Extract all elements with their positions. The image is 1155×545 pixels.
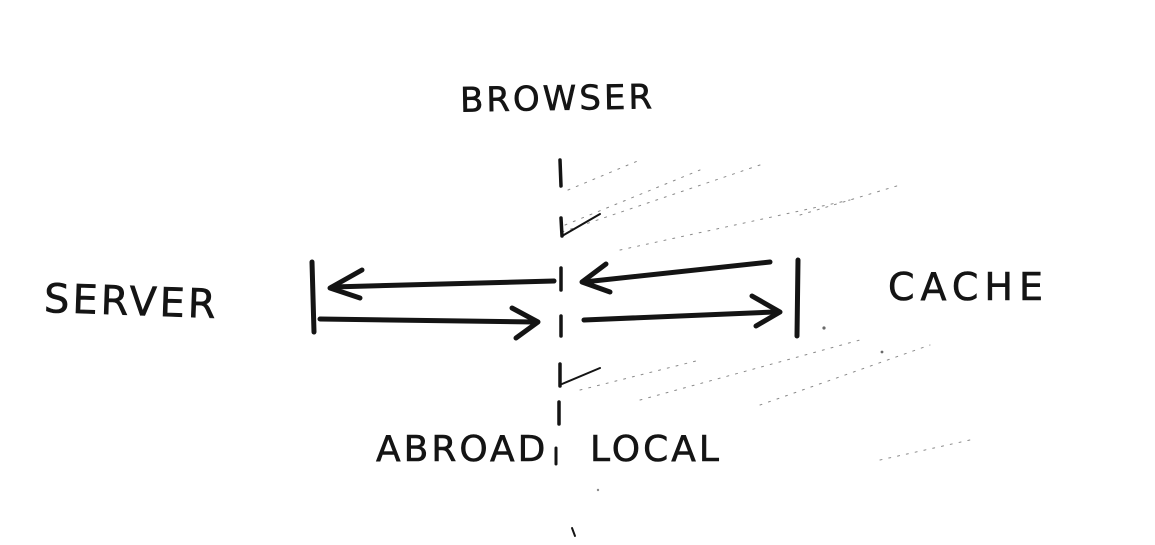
arrow-to-cache <box>581 293 783 329</box>
arrow-from-cache <box>579 259 773 295</box>
cache-label: CACHE <box>888 265 1049 309</box>
server-label: SERVER <box>43 275 220 329</box>
arrow-to-server <box>327 267 557 301</box>
faint-hatching <box>561 159 971 461</box>
browser-divider <box>554 158 601 537</box>
browser-label: BROWSER <box>459 77 656 121</box>
server-boundary-line <box>309 259 317 335</box>
scan-specks <box>596 326 884 492</box>
local-label: LOCAL <box>590 429 722 470</box>
arrow-from-server <box>317 305 541 341</box>
cache-boundary-line <box>794 257 801 339</box>
abroad-label: ABROAD <box>376 429 549 470</box>
